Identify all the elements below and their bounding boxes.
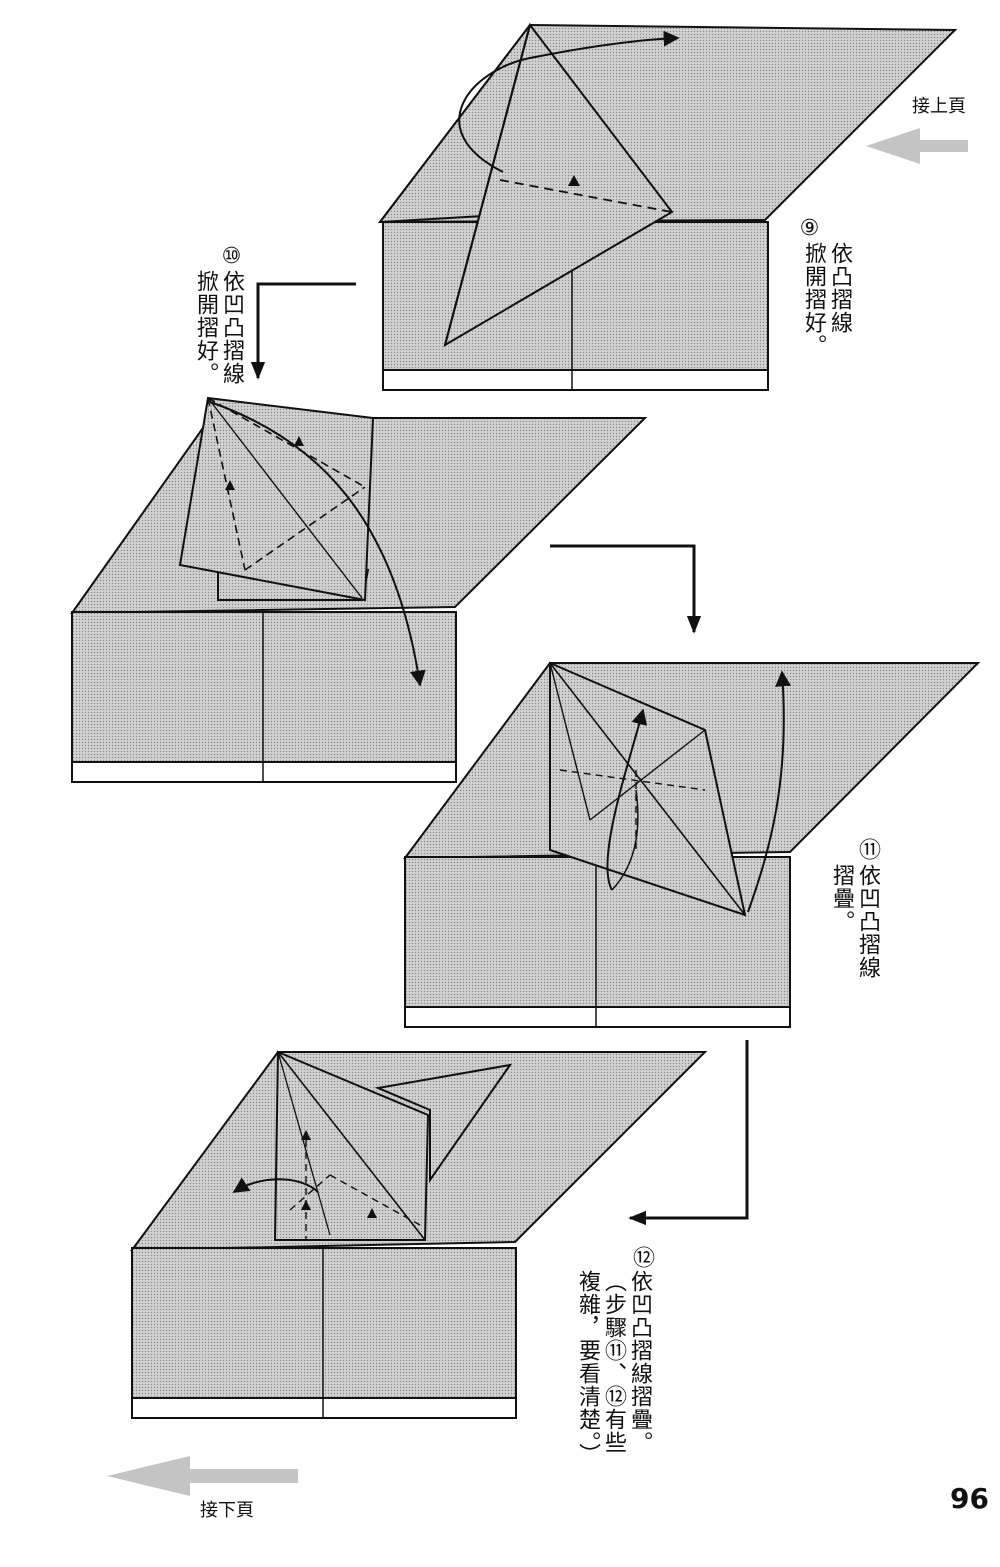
step-10-number-text: ⑩ [219,244,244,270]
step-11-figure [402,661,981,1028]
prev-page-label: 接上頁 [912,96,966,117]
step-9-figure [377,22,958,391]
step-11-text: 依凹凸摺線 摺疊。 [828,864,880,1004]
step-12-number: ⑫ [628,1246,654,1269]
step-9-line-1: 依凸摺線 [827,242,852,334]
step-10-text: 依凹凸摺線 掀開摺好。 [192,270,244,410]
step-10-line-2: 掀開摺好。 [193,270,218,385]
step-12-number-text: ⑫ [629,1246,654,1269]
step-12-line-2: （步驟⑪、⑫有些 [601,1270,626,1454]
step-9-number: ⑨ [797,216,822,242]
step-12-line-3: 複雜，要看清楚。） [575,1270,600,1466]
step-9-line-2: 掀開摺好。 [801,242,826,357]
step-10-number: ⑩ [218,244,244,270]
step-12-figure [129,1050,708,1419]
step-12-text: 依凹凸摺線摺疊。 （步驟⑪、⑫有些 複雜，要看清楚。） [574,1270,652,1500]
flow-arrow-11-12 [628,1040,749,1226]
step-12-line-1: 依凹凸摺線摺疊。 [627,1270,652,1454]
prev-page-arrow-icon [866,128,968,164]
step-11-line-2: 摺疊。 [829,864,854,933]
step-9-text: 依凸摺線 掀開摺好。 [800,242,852,382]
flow-arrow-10-11 [550,544,702,634]
step-11-number: ⑪ [854,838,880,861]
page-number: 96 [950,1482,989,1515]
flow-arrow-9-10 [250,282,356,380]
step-11-line-1: 依凹凸摺線 [855,864,880,979]
next-page-arrow-icon [107,1456,298,1496]
next-page-label: 接下頁 [200,1500,254,1521]
step-11-number-text: ⑪ [855,838,880,861]
step-10-figure [70,396,648,783]
step-9-caption: ⑨ [796,216,822,366]
step-10-line-1: 依凹凸摺線 [219,270,244,385]
